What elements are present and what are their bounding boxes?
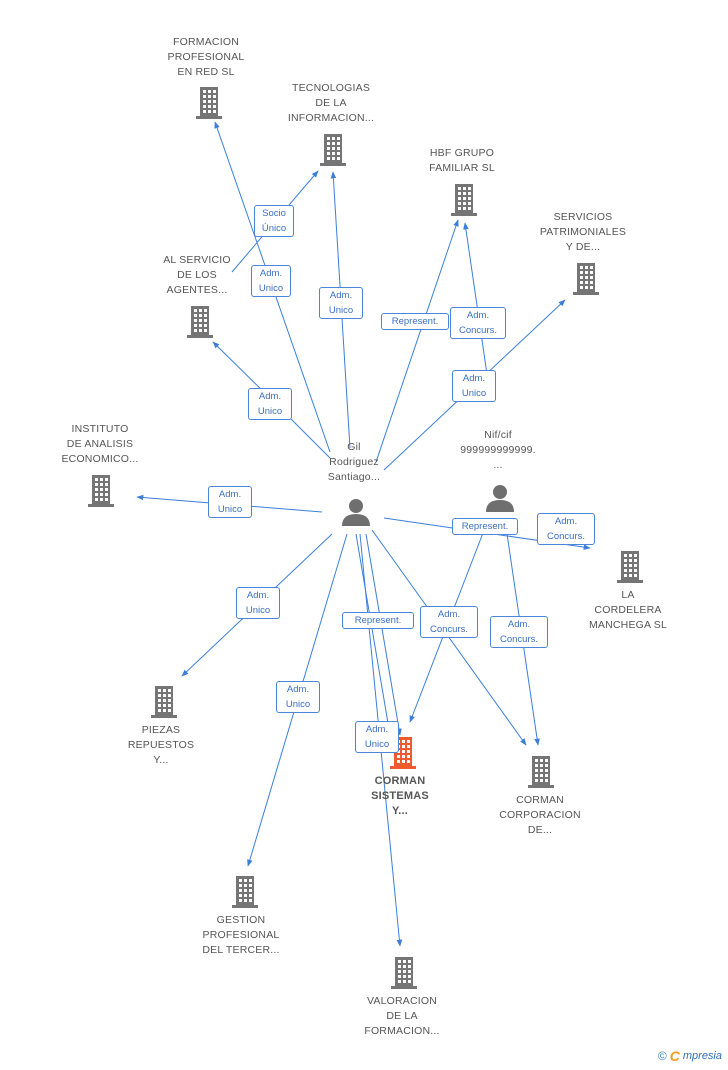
node-label-gil[interactable]: Gil Rodriguez Santiago...: [327, 441, 381, 483]
node-label-cordelera[interactable]: LA CORDELERA MANCHEGA SL: [588, 589, 668, 631]
edge-label-adm-unico-corman[interactable]: Adm. Unico: [355, 721, 399, 753]
building-icon-tecnologias[interactable]: [320, 134, 346, 166]
person-icon-nif[interactable]: [486, 485, 514, 512]
node-label-tecnologias[interactable]: TECNOLOGIAS DE LA INFORMACION...: [287, 82, 375, 124]
edge-label-adm-unico-servicios[interactable]: Adm. Unico: [452, 370, 496, 402]
edge-label-represent-hbf[interactable]: Represent.: [381, 313, 449, 330]
building-icon-cordelera[interactable]: [617, 551, 643, 583]
edge-label-adm-unico-instituto[interactable]: Adm. Unico: [208, 486, 252, 518]
edge-line: [375, 219, 459, 463]
edge-line: [365, 533, 402, 736]
edge-label-represent-cordelera[interactable]: Represent.: [452, 518, 518, 535]
node-label-formacion[interactable]: FORMACION PROFESIONAL EN RED SL: [167, 36, 245, 78]
building-icon-hbf[interactable]: [451, 184, 477, 216]
edge-label-adm-unico-alservicio[interactable]: Adm. Unico: [319, 287, 363, 319]
node-label-instituto[interactable]: INSTITUTO DE ANALISIS ECONOMICO...: [61, 423, 139, 465]
edge-label-adm-concurs-corman-corp[interactable]: Adm. Concurs.: [490, 616, 548, 648]
node-label-hbf[interactable]: HBF GRUPO FAMILIAR SL: [429, 147, 495, 174]
edge-label-adm-concurs-hbf[interactable]: Adm. Concurs.: [450, 307, 506, 339]
edge-label-represent-corman[interactable]: Represent.: [342, 612, 414, 629]
node-label-nif[interactable]: Nif/cif 999999999999. ...: [460, 429, 536, 471]
building-icon-piezas[interactable]: [151, 686, 177, 718]
building-icon-formacion[interactable]: [196, 87, 222, 119]
building-icon-instituto[interactable]: [88, 475, 114, 507]
building-icon-alservicio[interactable]: [187, 306, 213, 338]
building-icon-gestion[interactable]: [232, 876, 258, 908]
brand-initial: C: [669, 1048, 680, 1064]
empresia-brand: © C mpresia: [658, 1048, 722, 1064]
node-label-corman-sistemas[interactable]: CORMAN SISTEMAS Y...: [371, 775, 429, 817]
edge-label-socio-unico[interactable]: Socio Único: [254, 205, 294, 237]
brand-name: mpresia: [682, 1050, 722, 1062]
edge-label-adm-concurs-cordelera[interactable]: Adm. Concurs.: [537, 513, 595, 545]
building-icon-servicios[interactable]: [573, 263, 599, 295]
person-icon-gil[interactable]: [342, 499, 370, 526]
edge-label-adm-unico-alservicio-2[interactable]: Adm. Unico: [248, 388, 292, 420]
edge-label-adm-unico-gestion[interactable]: Adm. Unico: [276, 681, 320, 713]
node-label-servicios[interactable]: SERVICIOS PATRIMONIALES Y DE...: [539, 211, 627, 253]
node-label-alservicio[interactable]: AL SERVICIO DE LOS AGENTES...: [163, 254, 231, 296]
edge-line: [355, 533, 392, 736]
building-icon-corman_corp[interactable]: [528, 756, 554, 788]
node-label-gestion[interactable]: GESTION PROFESIONAL DEL TERCER...: [202, 914, 280, 956]
node-label-corman-corp[interactable]: CORMAN CORPORACION DE...: [499, 794, 581, 836]
copyright-icon: ©: [657, 1049, 667, 1063]
building-icon-valoracion[interactable]: [391, 957, 417, 989]
node-label-piezas[interactable]: PIEZAS REPUESTOS Y...: [127, 724, 195, 766]
edge-label-adm-concurs-corman[interactable]: Adm. Concurs.: [420, 606, 478, 638]
edge-label-adm-unico-tecnologias[interactable]: Adm. Unico: [251, 265, 291, 297]
node-label-valoracion[interactable]: VALORACION DE LA FORMACION...: [364, 995, 440, 1037]
edge-label-adm-unico-piezas[interactable]: Adm. Unico: [236, 587, 280, 619]
